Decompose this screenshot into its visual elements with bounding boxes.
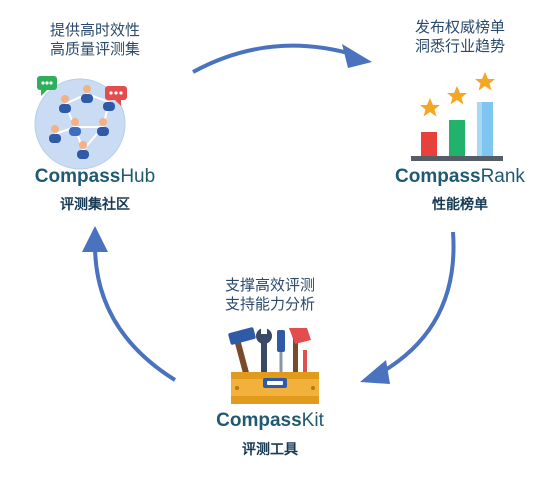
kit-caption-line-1: 支撑高效评测 — [224, 276, 315, 294]
rank-caption-line-1: 发布权威榜单 — [414, 18, 505, 36]
chat-bubble-green-icon — [37, 76, 57, 96]
kit-brand: CompassKit — [180, 410, 360, 432]
kit-caption: 支撑高效评测 支持能力分析 — [185, 276, 355, 314]
rank-caption-line-2: 洞悉行业趋势 — [414, 37, 505, 55]
arrow-kit-to-hub — [93, 244, 177, 382]
chat-bubble-red-icon — [105, 86, 127, 106]
hub-brand: CompassHub — [0, 166, 190, 188]
arrow-head-hub-to-rank — [342, 44, 372, 68]
bar-red — [421, 132, 437, 156]
hub-subtitle: 评测集社区 — [60, 197, 130, 213]
screwdriver-icon — [277, 330, 285, 376]
community-network-icon — [34, 76, 127, 170]
toolbox-icon — [228, 326, 319, 404]
kit-subtitle: 评测工具 — [242, 442, 298, 458]
bar-green — [449, 120, 465, 156]
arrow-rank-to-kit — [374, 231, 456, 378]
arrow-head-kit-to-hub — [82, 226, 108, 252]
rank-brand-main: Compass — [395, 166, 481, 187]
rank-subtitle: 性能榜单 — [432, 197, 488, 213]
star-icon-3 — [475, 72, 495, 91]
ranking-bars-stars-icon — [411, 72, 503, 161]
kit-brand-suffix: Kit — [301, 410, 324, 431]
star-icon-2 — [447, 86, 467, 105]
star-icon-1 — [420, 98, 440, 117]
bar-blue-highlight — [477, 102, 482, 156]
hub-caption-line-1: 提供高时效性 — [49, 21, 140, 39]
hub-brand-main: Compass — [34, 166, 121, 187]
kit-brand-main: Compass — [216, 410, 302, 431]
kit-caption-line-2: 支持能力分析 — [224, 295, 315, 313]
hub-brand-suffix: Hub — [120, 166, 156, 187]
axe-icon — [289, 328, 311, 378]
rank-brand-suffix: Rank — [480, 166, 525, 187]
wrench-icon — [256, 326, 272, 376]
hub-caption: 提供高时效性 高质量评测集 — [0, 21, 190, 59]
rank-caption: 发布权威榜单 洞悉行业趋势 — [370, 18, 550, 56]
arrow-hub-to-rank — [192, 43, 356, 74]
arrow-head-rank-to-kit — [360, 360, 390, 384]
rank-brand: CompassRank — [370, 166, 550, 188]
hammer-icon — [228, 327, 256, 379]
hub-caption-line-2: 高质量评测集 — [49, 40, 140, 58]
